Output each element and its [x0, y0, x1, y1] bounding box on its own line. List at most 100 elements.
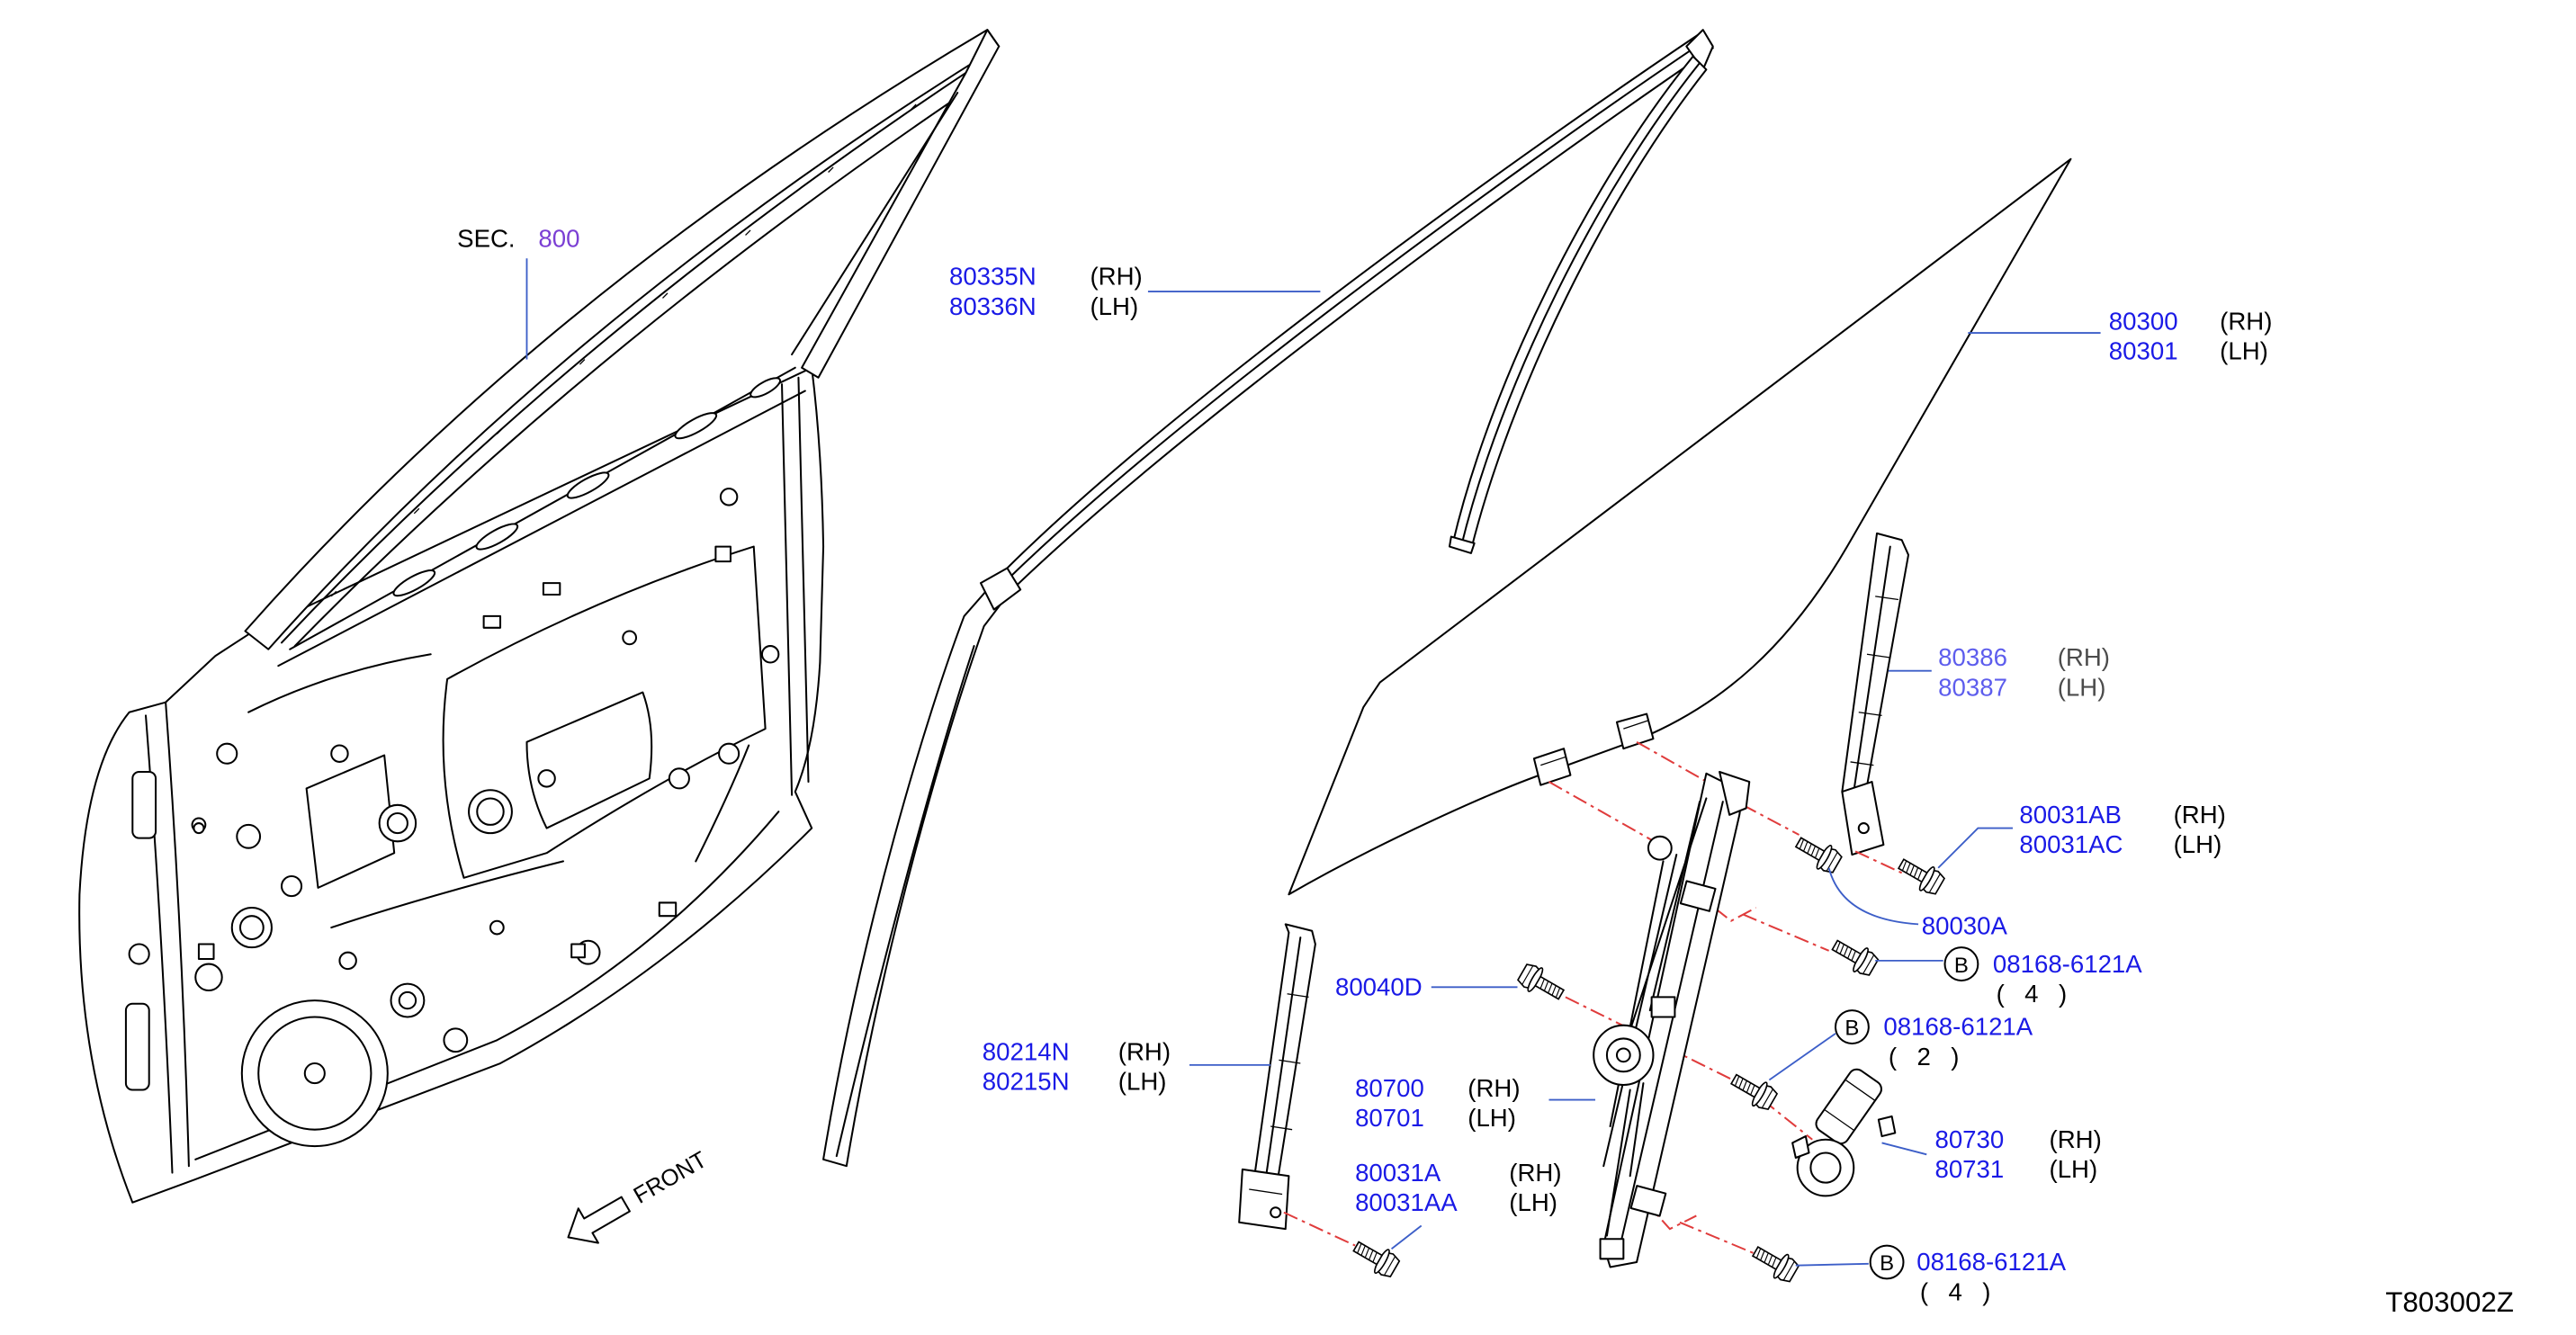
- callout-bolt-b-upper: B 08168-6121A ( 4 ): [1875, 946, 2142, 1008]
- side-lh-label: (LH): [1509, 1188, 1557, 1216]
- bolt-icon: [1348, 1233, 1403, 1282]
- door-speaker-center: [303, 1062, 326, 1085]
- side-rh-label: (RH): [2220, 307, 2272, 335]
- side-lh-label: (LH): [2174, 830, 2222, 858]
- door-hole: [476, 797, 505, 826]
- callout-front-channel: 80214N (RH) 80215N (LH): [983, 1037, 1271, 1096]
- part-number-80031aa: 80031AA: [1355, 1188, 1458, 1216]
- drawing-code: T803002Z: [2385, 1286, 2514, 1318]
- door-glass: [1288, 157, 2072, 896]
- part-number-80386: 80386: [1938, 643, 2007, 671]
- door-hole: [668, 767, 690, 790]
- regulator-cables: [1602, 797, 1708, 1237]
- regulator-bracket: [1650, 996, 1676, 1018]
- bolt-icon: [1514, 959, 1569, 1008]
- glass-bracket-rear: [1615, 712, 1655, 750]
- belt-slot: [749, 377, 782, 399]
- part-number-08168-6121a: 08168-6121A: [1916, 1248, 2066, 1276]
- part-number-80031ab: 80031AB: [2019, 801, 2122, 829]
- door-hole: [622, 630, 638, 646]
- front-channel-bracket-hole: [1270, 1206, 1282, 1219]
- door-service-opening: [525, 691, 653, 829]
- front-channel-rungs: [1270, 993, 1309, 1131]
- rear-channel-rungs: [1850, 596, 1899, 766]
- side-rh-label: (RH): [2174, 801, 2226, 829]
- quantity-label: ( 4 ): [1920, 1277, 1997, 1305]
- part-number-80730: 80730: [1934, 1125, 2004, 1153]
- door-clip: [542, 582, 561, 596]
- door-sash-inner-line: [280, 68, 972, 648]
- hinge-recess-upper: [131, 770, 157, 839]
- door-hole: [330, 744, 349, 763]
- hinge-recess-lower: [124, 1002, 150, 1091]
- door-hole: [216, 742, 238, 765]
- part-number-80335n: 80335N: [949, 263, 1037, 291]
- door-hole: [537, 769, 556, 788]
- regulator-drum: [1593, 1024, 1655, 1086]
- regulator-rail-line: [1619, 801, 1724, 1247]
- sash-moulding-inner-line: [835, 39, 1708, 1158]
- part-number-80215n: 80215N: [983, 1068, 1070, 1096]
- section-number: 800: [538, 224, 579, 252]
- side-rh-label: (RH): [1118, 1037, 1171, 1065]
- door-clip: [714, 545, 732, 563]
- door-hole: [386, 812, 408, 835]
- assembly-line: [1548, 781, 1661, 846]
- door-hole: [718, 742, 740, 765]
- part-number-80214n: 80214N: [983, 1037, 1070, 1065]
- side-lh-label: (LH): [1090, 292, 1138, 320]
- part-number-80300: 80300: [2109, 307, 2178, 335]
- reference-marker-b: B: [1880, 1251, 1894, 1276]
- callout-front-channel-bolt: 80031A (RH) 80031AA (LH): [1355, 1159, 1562, 1250]
- side-rh-label: (RH): [1509, 1159, 1561, 1187]
- door-hole: [398, 990, 417, 1010]
- part-number-80731: 80731: [1934, 1155, 2004, 1183]
- part-number-80701: 80701: [1355, 1104, 1424, 1132]
- side-rh-label: (RH): [1090, 263, 1142, 291]
- sash-moulding: [822, 29, 1714, 1168]
- callout-regulator: 80700 (RH) 80701 (LH): [1355, 1074, 1596, 1132]
- motor-tab: [1791, 1135, 1810, 1160]
- door-glass-outline: [1288, 157, 2072, 896]
- quantity-label: ( 4 ): [1997, 980, 2074, 1008]
- front-glass-channel: [1238, 923, 1316, 1231]
- regulator-top-bracket: [1719, 770, 1751, 816]
- regulator-slider-clip: [1647, 835, 1673, 861]
- front-channel-bolt-leader-line: [1391, 1224, 1423, 1250]
- door-hole: [468, 789, 513, 835]
- hinge-bolt-hole: [128, 943, 150, 965]
- circled-letter-icon: [1869, 1244, 1905, 1280]
- quantity-label: ( 2 ): [1889, 1043, 1966, 1071]
- callout-sash-moulding: 80335N (RH) 80336N (LH): [949, 263, 1321, 320]
- callout-rear-channel: 80386 (RH) 80387 (LH): [1888, 643, 2110, 701]
- front-door-panel: [78, 29, 1001, 1204]
- glass-bolt-leader-line: [1827, 867, 1919, 926]
- front-channel-body: [1252, 923, 1316, 1184]
- front-channel-bracket-detail: [1249, 1188, 1283, 1196]
- part-number-80301: 80301: [2109, 337, 2178, 365]
- sash-moulding-joint: [979, 567, 1022, 611]
- bolt-icon: [1791, 829, 1845, 877]
- door-hole: [489, 919, 505, 936]
- reference-marker-b: B: [1954, 954, 1969, 978]
- part-number-80387: 80387: [1938, 673, 2007, 701]
- regulator-motor: [1791, 1068, 1897, 1197]
- rear-channel-bracket: [1841, 781, 1885, 856]
- door-clip: [658, 901, 678, 918]
- rear-channel-bracket-hole: [1857, 822, 1870, 835]
- regulator-drum-inner: [1605, 1037, 1641, 1073]
- part-number-80700: 80700: [1355, 1074, 1424, 1102]
- door-hole: [719, 488, 739, 506]
- door-hole: [238, 915, 265, 940]
- glass-bracket-detail: [1540, 720, 1649, 766]
- door-speaker-hole: [240, 999, 389, 1148]
- circled-letter-icon: [1943, 946, 1979, 981]
- callout-bolt-b-middle: B 08168-6121A ( 2 ): [1768, 1009, 2033, 1081]
- regulator-bracket: [1599, 1238, 1625, 1260]
- callout-regulator-bolt: 80040D: [1335, 973, 1518, 1001]
- rear-channel-bolt-leader-line: [1937, 827, 2014, 869]
- section-reference: SEC. 800: [457, 224, 579, 360]
- part-number-08168-6121a: 08168-6121A: [1883, 1013, 2033, 1041]
- window-regulator: [1593, 770, 1751, 1268]
